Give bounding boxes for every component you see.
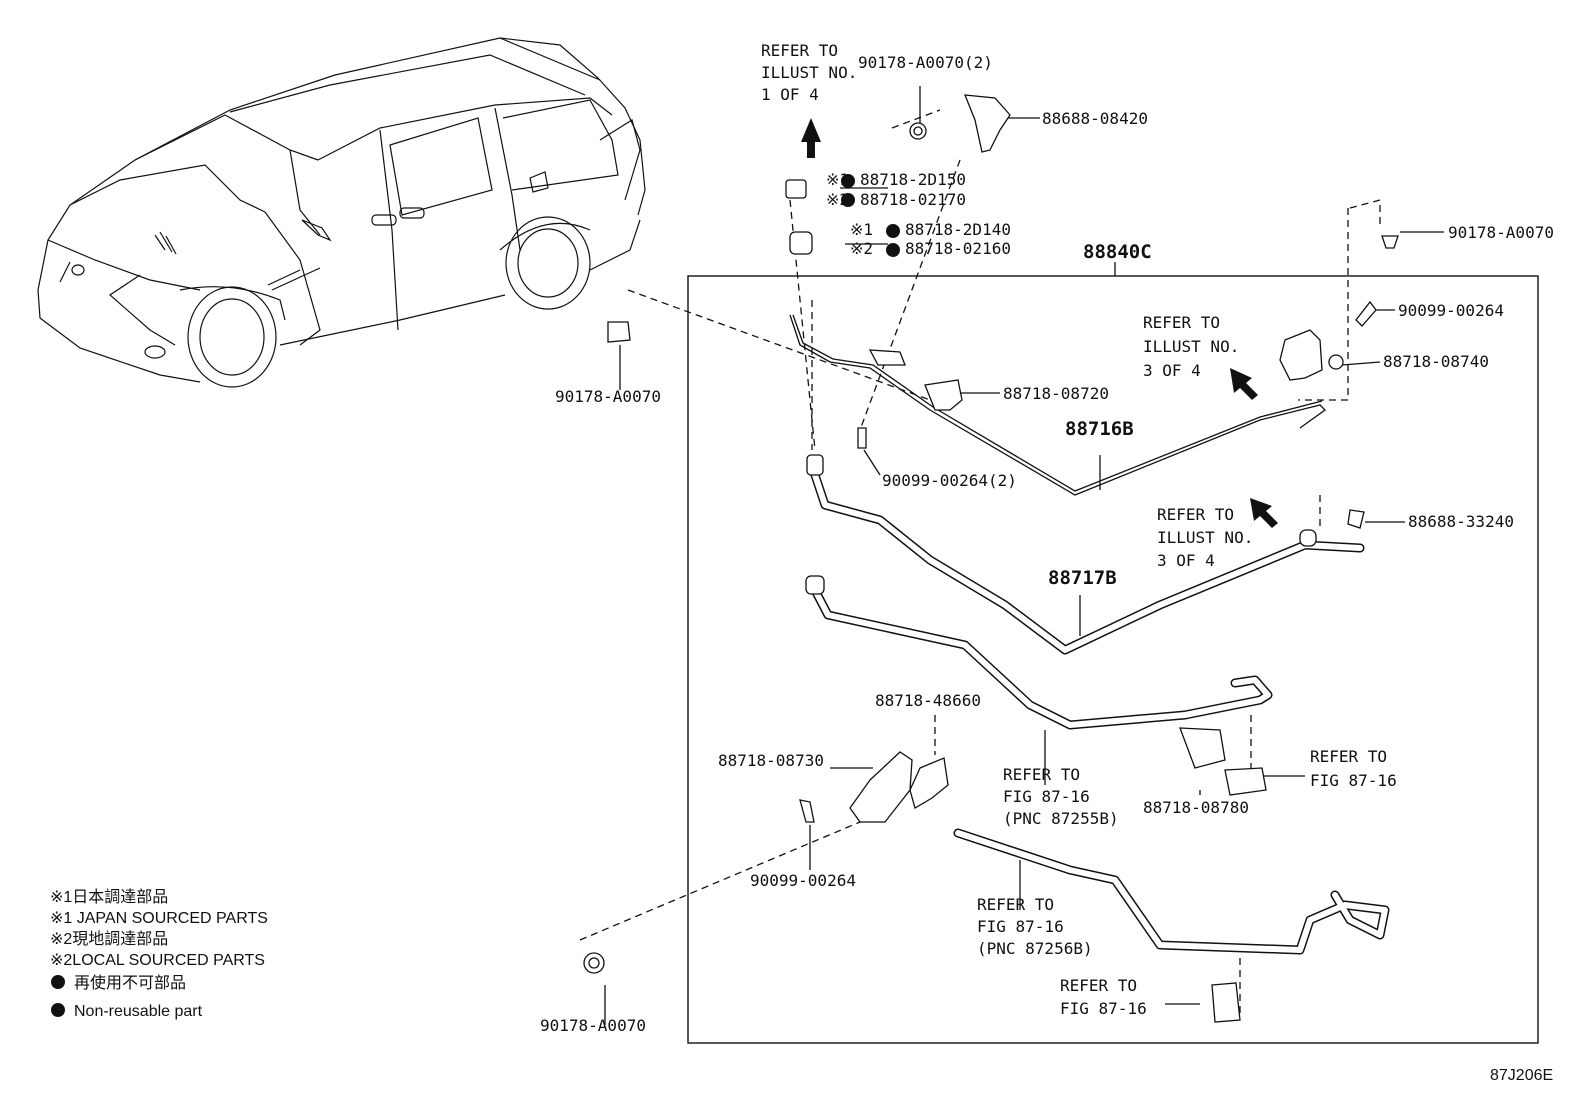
clip-88718-08720 [924,379,963,411]
legend-line2: ※1 JAPAN SOURCED PARTS [50,910,268,927]
refer-illust-3of4-a-line2: ILLUST NO. [1143,337,1239,356]
legend-line5: 再使用不可部品 [74,974,186,992]
mark-1-a: ※1 [826,170,849,189]
refer-fig-bottom-line1: REFER TO [1060,976,1137,995]
clip-88718-08730 [849,751,913,823]
tube-87256b [953,828,1390,955]
legend-bullet-2 [51,1003,65,1017]
leader-lines [579,86,1444,1025]
part-88718-2d150: 88718-2D150 [860,170,966,189]
refer-arrows [801,118,1278,528]
refer-fig-right-line2: FIG 87-16 [1310,771,1397,790]
vehicle-illustration [37,37,646,388]
svg-text:REFER TO: REFER TO [1157,505,1234,524]
mark-2-a: ※2 [826,190,849,209]
part-88688-08420: 88688-08420 [1042,109,1148,128]
svg-text:REFER TO: REFER TO [977,895,1054,914]
bracket-88718-08740 [1279,329,1323,381]
legend-line4: ※2LOCAL SOURCED PARTS [50,952,265,969]
refer-illust-1of4-line1: REFER TO [761,41,838,60]
refer-illust-1of4-line3: 1 OF 4 [761,85,819,104]
part-90099-00264-2: 90099-00264(2) [882,471,1017,490]
bracket-88718-48660 [909,757,949,809]
clip-bottom [1211,982,1241,1023]
svg-text:3 OF 4: 3 OF 4 [1157,551,1215,570]
clip-88718-2d140 [789,231,813,255]
part-90178-a0070-left: 90178-A0070 [555,387,661,406]
refer-illust-3of4-a-line3: 3 OF 4 [1143,361,1201,380]
clip-90178-a0070-right [1381,235,1399,249]
svg-text:1 OF 4: 1 OF 4 [761,85,819,104]
part-90099-00264-low: 90099-00264 [750,871,856,890]
part-88688-33240: 88688-33240 [1408,512,1514,531]
refer-fig-87256b-line1: REFER TO [977,895,1054,914]
svg-text:REFER TO: REFER TO [1003,765,1080,784]
clip-88688-33240 [1347,509,1365,529]
parts-shapes [583,94,1399,1023]
clip-88718-2d150 [785,179,807,199]
refer-fig-87255b-line3: (PNC 87255B) [1003,809,1119,828]
svg-text:(PNC 87256B): (PNC 87256B) [977,939,1093,958]
svg-text:REFER TO: REFER TO [1060,976,1137,995]
refer-fig-bottom-line2: FIG 87-16 [1060,999,1147,1018]
bolt-90099-00264-low [799,799,815,823]
legend-line3: ※2現地調達部品 [50,930,168,948]
part-90178-a0070-right: 90178-A0070 [1448,223,1554,242]
refer-illust-3of4-b-line2: ILLUST NO. [1157,528,1253,547]
part-90099-00264-right: 90099-00264 [1398,301,1504,320]
bolt-90099-00264-right [1355,300,1377,327]
legend-bullet-1 [51,975,65,989]
bolt-90099-00264-2 [857,427,867,449]
tube-88717b [810,470,1365,655]
part-88718-48660: 88718-48660 [875,691,981,710]
refer-illust-3of4-b-line1: REFER TO [1157,505,1234,524]
part-90178-a0070-bottom: 90178-A0070 [540,1016,646,1035]
assembly-frame [687,275,1539,1044]
refer-illust-3of4-b-line3: 3 OF 4 [1157,551,1215,570]
refer-fig-87256b-line3: (PNC 87256B) [977,939,1093,958]
refer-fig-right-line1: REFER TO [1310,747,1387,766]
part-90178-a0070-2: 90178-A0070(2) [858,53,993,72]
legend: ※1日本調達部品 ※1 JAPAN SOURCED PARTS ※2現地調達部品… [50,888,268,1020]
part-88718-02160: 88718-02160 [905,239,1011,258]
svg-text:REFER TO: REFER TO [1143,313,1220,332]
svg-text:FIG 87-16: FIG 87-16 [1310,771,1397,790]
svg-text:(PNC 87255B): (PNC 87255B) [1003,809,1119,828]
mark-2-b: ※2 [850,239,873,258]
part-88718-08720: 88718-08720 [1003,384,1109,403]
part-88718-08780: 88718-08780 [1143,798,1249,817]
pnc-88717b: 88717B [1048,567,1117,589]
refer-fig-87255b-line1: REFER TO [1003,765,1080,784]
refer-illust-3of4-a-line1: REFER TO [1143,313,1220,332]
svg-text:FIG 87-16: FIG 87-16 [1060,999,1147,1018]
part-88718-08730: 88718-08730 [718,751,824,770]
legend-line6: Non-reusable part [74,1003,203,1020]
figure-id: 87J206E [1490,1067,1553,1084]
part-88718-02170: 88718-02170 [860,190,966,209]
pnc-88716b: 88716B [1065,418,1134,440]
legend-line1: ※1日本調達部品 [50,888,168,906]
refer-fig-87256b-line2: FIG 87-16 [977,917,1064,936]
bracket-88688-08420 [963,94,1011,153]
mark-1-b: ※1 [850,220,873,239]
part-88718-2d140: 88718-2D140 [905,220,1011,239]
svg-text:FIG 87-16: FIG 87-16 [977,917,1064,936]
assembly-88840c: 88840C [1083,241,1152,263]
svg-text:FIG 87-16: FIG 87-16 [1003,787,1090,806]
part-88718-08740: 88718-08740 [1383,352,1489,371]
svg-text:REFER TO: REFER TO [761,41,838,60]
clip-88718-08780 [1179,727,1226,769]
svg-text:ILLUST NO.: ILLUST NO. [1157,528,1253,547]
tube-88716b [789,314,1327,496]
refer-fig-87255b-line2: FIG 87-16 [1003,787,1090,806]
tube-87255b [811,587,1273,730]
svg-text:3 OF 4: 3 OF 4 [1143,361,1201,380]
grommet-90178-a0070-left [607,321,631,343]
svg-text:ILLUST NO.: ILLUST NO. [1143,337,1239,356]
svg-text:ILLUST NO.: ILLUST NO. [761,63,857,82]
refer-illust-1of4-line2: ILLUST NO. [761,63,857,82]
svg-text:REFER TO: REFER TO [1310,747,1387,766]
